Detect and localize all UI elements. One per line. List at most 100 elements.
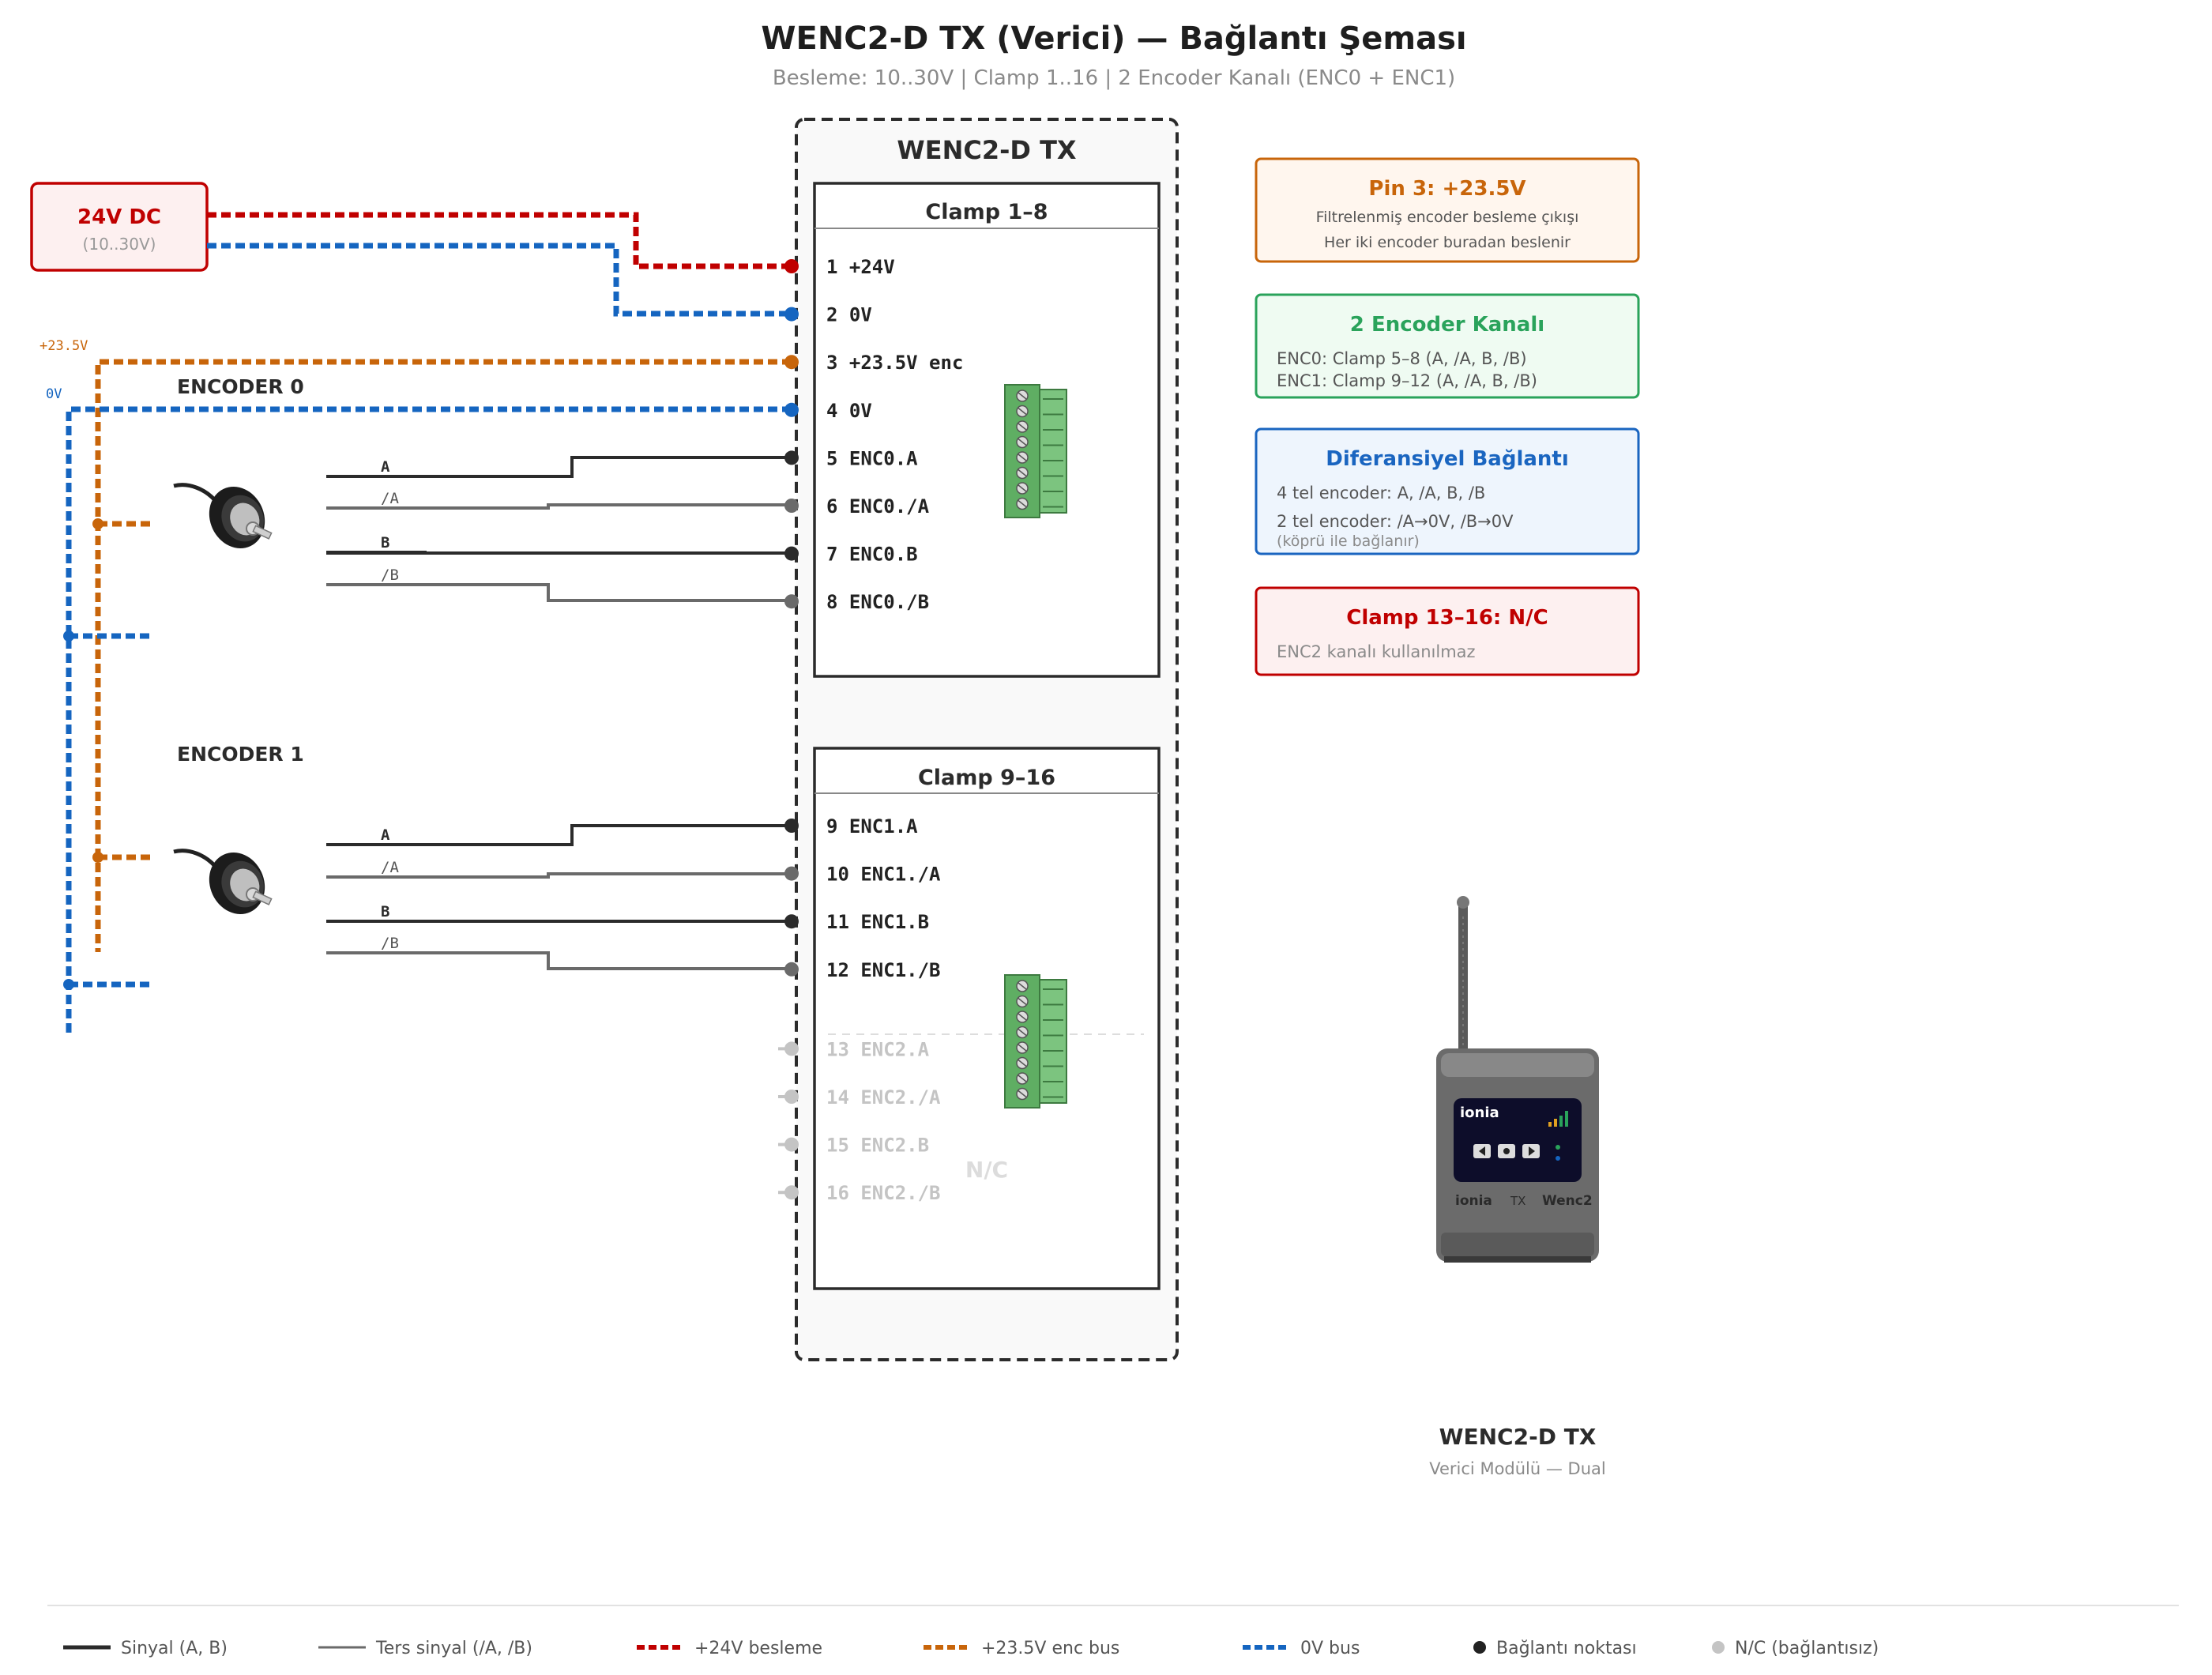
legend-item-3: +24V besleme — [637, 1639, 822, 1658]
info-box-2-line-2: ENC1: Clamp 9–12 (A, /A, B, /B) — [1277, 371, 1537, 390]
info-box-4-line-1: ENC2 kanalı kullanılmaz — [1277, 642, 1476, 661]
enc0-signal-label-1: A — [381, 458, 390, 476]
legend-label-4: +23.5V enc bus — [981, 1639, 1119, 1658]
pin-label-14: 14 ENC2./A — [826, 1086, 941, 1109]
encoder-1-label: ENCODER 1 — [177, 743, 304, 766]
legend-label-7: N/C (bağlantısız) — [1735, 1639, 1879, 1658]
pin-label-1: 1 +24V — [826, 256, 895, 278]
diagram-title: WENC2-D TX (Verici) — Bağlantı Şeması — [761, 21, 1466, 57]
pin-dot-16 — [784, 1185, 799, 1200]
clamp-group-2: Clamp 9–16 N/C — [813, 747, 1161, 1290]
zero-bus-label: 0V — [46, 386, 62, 402]
pin-label-13: 13 ENC2.A — [826, 1038, 930, 1060]
device-screen — [1454, 1098, 1582, 1182]
info-box-3-line-1: 4 tel encoder: A, /A, B, /B — [1277, 484, 1485, 502]
info-box-2-line-1: ENC0: Clamp 5–8 (A, /A, B, /B) — [1277, 349, 1527, 368]
legend-label-3: +24V besleme — [694, 1639, 822, 1658]
pin-label-11: 11 ENC1.B — [826, 911, 929, 933]
encoder-0-icon — [173, 483, 273, 548]
wire-0v-supply — [207, 243, 792, 317]
enc1-signal-label-1: A — [381, 826, 390, 844]
pin-label-4: 4 0V — [826, 400, 872, 422]
legend-item-2: Ters sinyal (/A, /B) — [318, 1639, 532, 1658]
info-box-1-line-2: Her iki encoder buradan beslenir — [1324, 234, 1571, 251]
clamp-group-2-title: Clamp 9–16 — [918, 766, 1055, 790]
bus-junctions — [63, 518, 103, 990]
wire-enc0-a — [326, 456, 792, 478]
info-box-3-note: (köprü ile bağlanır) — [1277, 533, 1420, 550]
encoder-1-icon — [173, 849, 273, 914]
pin-dot-2 — [784, 307, 799, 322]
legend-label-2: Ters sinyal (/A, /B) — [375, 1639, 532, 1658]
device-brand: ionia — [1460, 1105, 1499, 1121]
pin-label-8: 8 ENC0./B — [826, 591, 929, 613]
legend-item-4: +23.5V enc bus — [924, 1639, 1119, 1658]
legend-item-1: Sinyal (A, B) — [63, 1639, 228, 1658]
pin-dot-13 — [784, 1041, 799, 1056]
antenna-icon — [1458, 898, 1468, 1056]
pin-label-3: 3 +23.5V enc — [826, 352, 963, 374]
legend-label-5: 0V bus — [1300, 1639, 1360, 1658]
wire-0v-bus — [66, 406, 792, 1035]
device-model-mark: Wenc2 — [1542, 1193, 1593, 1209]
power-supply: 24V DC (10..30V) — [30, 182, 209, 272]
pin-label-5: 5 ENC0.A — [826, 447, 918, 469]
wire-enc1-a — [326, 824, 792, 846]
encoder-0-label: ENCODER 0 — [177, 375, 304, 398]
info-box-1-title: Pin 3: +23.5V — [1368, 177, 1525, 201]
device-illustration: ionia ionia TX Wenc2 — [1436, 896, 1599, 1263]
pin-list: 1 +24V 2 0V 3 +23.5V enc 4 0V 5 ENC0.A 6 ENC0… — [778, 256, 963, 1204]
enc0-signal-label-4: /B — [381, 566, 399, 584]
enc0-signal-label-3: B — [381, 534, 389, 551]
pin-dot-1 — [784, 259, 799, 273]
pin-label-2: 2 0V — [826, 304, 872, 326]
enc0-signal-label-2: /A — [381, 490, 399, 507]
info-box-3: Diferansiyel Bağlantı 4 tel encoder: A, /… — [1255, 427, 1640, 555]
pin-label-10: 10 ENC1./A — [826, 864, 941, 886]
legend-item-7: N/C (bağlantısız) — [1712, 1639, 1879, 1658]
device-buttons-icon — [1473, 1144, 1540, 1158]
legend-label-6: Bağlantı noktası — [1496, 1639, 1637, 1658]
info-box-4-title: Clamp 13–16: N/C — [1346, 606, 1548, 630]
wire-enc1-na — [326, 872, 792, 879]
diagram-subtitle: Besleme: 10..30V | Clamp 1..16 | 2 Encod… — [773, 66, 1455, 90]
pin-label-6: 6 ENC0./A — [826, 495, 930, 518]
wire-24v — [207, 212, 792, 269]
info-box-1-line-1: Filtrelenmiş encoder besleme çıkışı — [1316, 209, 1579, 226]
clamp-group-1: Clamp 1–8 — [813, 182, 1161, 678]
device-brand-lower: ionia — [1455, 1193, 1492, 1209]
enc-bus-label: +23.5V — [40, 338, 88, 354]
power-supply-range: (10..30V) — [83, 235, 156, 254]
signal-wires — [326, 456, 792, 970]
info-box-3-line-2: 2 tel encoder: /A→0V, /B→0V — [1277, 512, 1514, 531]
terminal-blocks — [1004, 384, 1067, 1109]
info-boxes: Pin 3: +23.5V Filtrelenmiş encoder beslem… — [1255, 157, 1640, 676]
pin-dot-14 — [784, 1090, 799, 1104]
clamp-group-1-title: Clamp 1–8 — [925, 200, 1048, 224]
signal-wire-labels: A/AB/BA/AB/B — [326, 458, 427, 954]
enc1-signal-label-2: /A — [381, 859, 399, 876]
terminal-block-1 — [1004, 384, 1067, 518]
wire-enc0-na — [326, 503, 792, 510]
info-box-4: Clamp 13–16: N/C ENC2 kanalı kullanılmaz — [1255, 586, 1640, 676]
pin-label-16: 16 ENC2./B — [826, 1182, 941, 1204]
terminal-block-2 — [1004, 974, 1067, 1109]
info-box-2-title: 2 Encoder Kanalı — [1350, 313, 1544, 337]
legend-item-6: Bağlantı noktası — [1473, 1639, 1637, 1658]
info-box-3-title: Diferansiyel Bağlantı — [1326, 447, 1569, 471]
pin-label-15: 15 ENC2.B — [826, 1135, 929, 1157]
enc1-signal-label-3: B — [381, 903, 389, 920]
pin-dot-15 — [784, 1137, 799, 1152]
legend: Sinyal (A, B) Ters sinyal (/A, /B) +24V be… — [63, 1639, 1879, 1658]
pin-label-7: 7 ENC0.B — [826, 544, 918, 566]
module-title: WENC2-D TX — [897, 135, 1077, 165]
wire-enc1-nb — [326, 951, 792, 970]
pin-label-9: 9 ENC1.A — [826, 815, 918, 838]
wire-enc0-nb — [326, 583, 792, 602]
signal-bars-icon — [1548, 1111, 1568, 1127]
wire-enc-bus — [95, 359, 792, 952]
power-supply-label: 24V DC — [77, 205, 161, 229]
device-caption: WENC2-D TX — [1439, 1424, 1597, 1450]
